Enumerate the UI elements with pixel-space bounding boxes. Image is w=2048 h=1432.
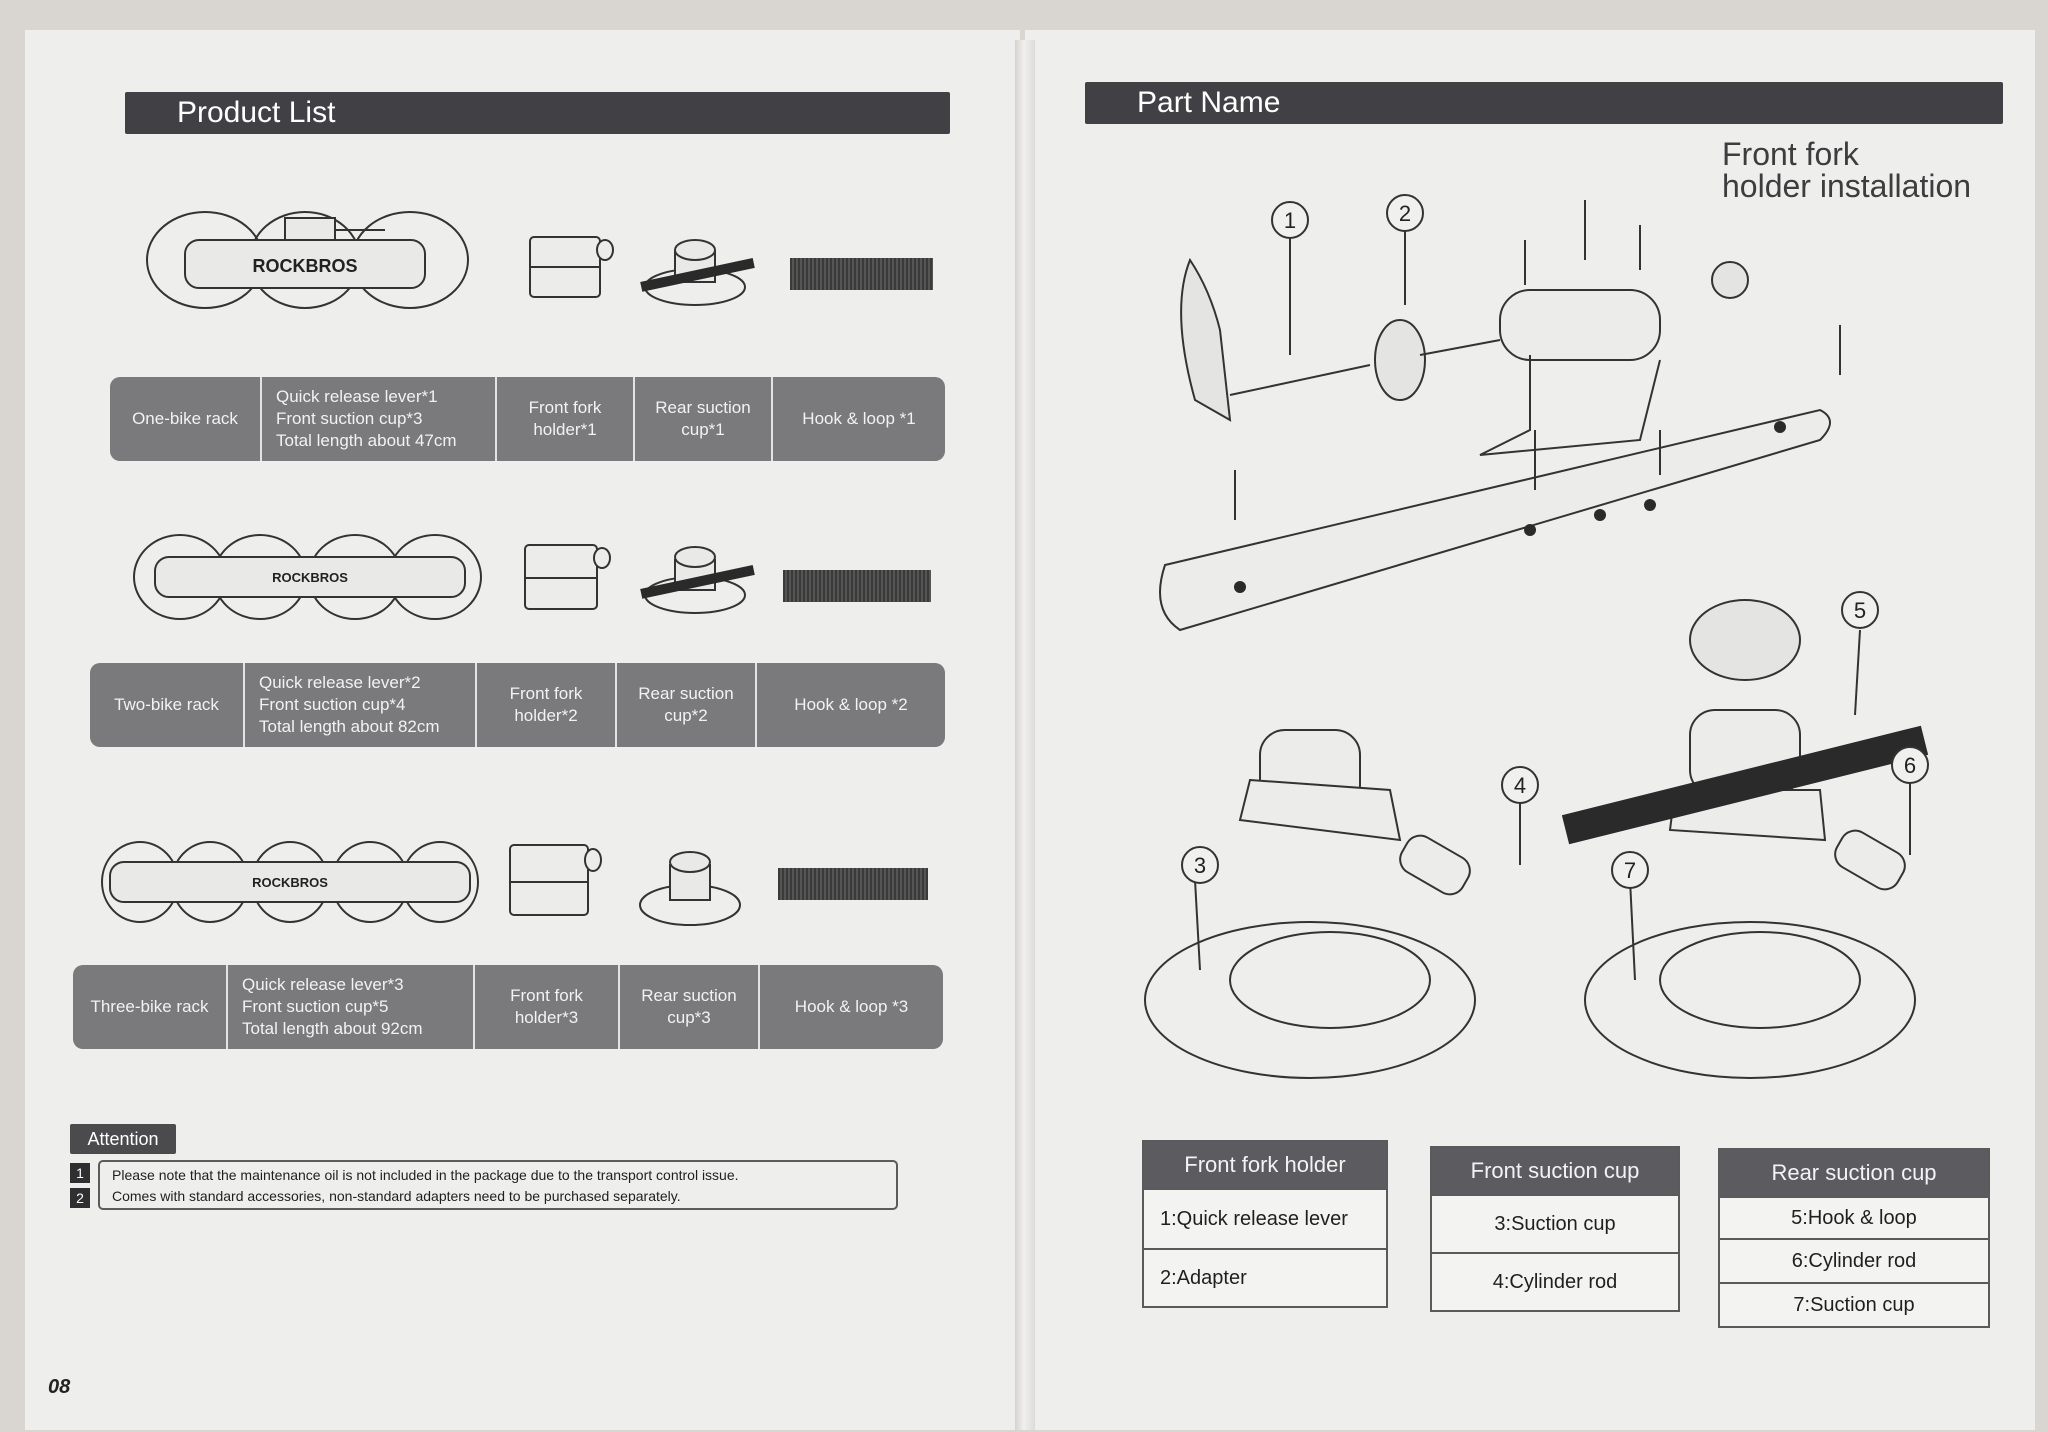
- quick-release-count: Quick release lever*1: [276, 387, 438, 406]
- legend-header: Rear suction cup: [1720, 1150, 1988, 1196]
- rack-contents-cell: Quick release lever*2 Front suction cup*…: [245, 663, 477, 747]
- callout-4: 4: [1514, 773, 1526, 798]
- callout-5: 5: [1854, 598, 1866, 623]
- callout-1: 1: [1284, 208, 1296, 233]
- legend-item: 6:Cylinder rod: [1720, 1238, 1988, 1282]
- three-bike-rack-spec-row: Three-bike rack Quick release lever*3 Fr…: [73, 965, 943, 1049]
- front-fork-holder-legend: Front fork holder 1:Quick release lever …: [1142, 1140, 1388, 1308]
- callout-6: 6: [1904, 753, 1916, 778]
- three-bike-rack-illustration: ROCKBROS: [101, 841, 479, 923]
- front-fork-holder-icon: [529, 236, 614, 298]
- hook-loop-strip-icon: [783, 570, 931, 602]
- front-suction-count: Front suction cup*4: [259, 695, 406, 714]
- note-number-1: 1: [70, 1163, 90, 1183]
- attention-notes-box: Please note that the maintenance oil is …: [98, 1160, 898, 1210]
- rear-suction-cup-icon: [640, 239, 755, 306]
- title-line-1: Front fork: [1722, 136, 1859, 172]
- callout-3: 3: [1194, 853, 1206, 878]
- legend-item: 7:Suction cup: [1720, 1282, 1988, 1326]
- hook-loop-strip-icon: [778, 868, 928, 900]
- book-spine: [1015, 40, 1035, 1430]
- brand-logo: ROCKBROS: [252, 875, 328, 890]
- rear-suction-cup-legend: Rear suction cup 5:Hook & loop 6:Cylinde…: [1718, 1148, 1990, 1328]
- two-bike-rack-spec-row: Two-bike rack Quick release lever*2 Fron…: [90, 663, 945, 747]
- quick-release-count: Quick release lever*3: [242, 975, 404, 994]
- front-suction-count: Front suction cup*3: [276, 409, 423, 428]
- front-fork-holder-icon: [509, 844, 602, 916]
- brand-logo: ROCKBROS: [272, 570, 348, 585]
- total-length: Total length about 92cm: [242, 1019, 423, 1038]
- hook-loop-strip-icon: [790, 258, 933, 290]
- legend-item: 2:Adapter: [1144, 1248, 1386, 1306]
- legend-item: 5:Hook & loop: [1720, 1196, 1988, 1238]
- page-number: 08: [48, 1376, 71, 1398]
- installation-title: Front fork holder installation: [1722, 138, 1971, 202]
- hook-loop-cell: Hook & loop *2: [794, 695, 908, 714]
- front-suction-cup-legend: Front suction cup 3:Suction cup 4:Cylind…: [1430, 1146, 1680, 1312]
- title-line-2: holder installation: [1722, 168, 1972, 204]
- total-length: Total length about 47cm: [276, 431, 457, 450]
- rack-name-cell: One-bike rack: [110, 377, 262, 461]
- legend-item: 1:Quick release lever: [1144, 1188, 1386, 1248]
- attention-label: Attention: [70, 1124, 176, 1154]
- rack-name-cell: Three-bike rack: [73, 965, 228, 1049]
- installation-diagram: 1 2 3 4 5 6 7: [1144, 194, 1929, 1079]
- one-bike-rack-spec-row: One-bike rack Quick release lever*1 Fron…: [110, 377, 945, 461]
- product-list-banner: Product List: [125, 92, 950, 134]
- rack-name-cell: Two-bike rack: [90, 663, 245, 747]
- rear-suction-cup-icon: [640, 546, 755, 614]
- hook-loop-cell: Hook & loop *1: [802, 409, 916, 428]
- rear-suction-cup-icon: [639, 851, 741, 926]
- callout-2: 2: [1399, 201, 1411, 226]
- callout-7: 7: [1624, 858, 1636, 883]
- brand-logo: ROCKBROS: [252, 256, 357, 276]
- note-number-2: 2: [70, 1188, 90, 1208]
- one-bike-rack-illustration: ROCKBROS: [146, 211, 469, 309]
- hook-loop-cell: Hook & loop *3: [794, 997, 909, 1016]
- rack-contents-cell: Quick release lever*1 Front suction cup*…: [262, 377, 497, 461]
- part-name-banner: Part Name: [1085, 82, 2003, 124]
- note-text-2: Comes with standard accessories, non-sta…: [112, 1188, 681, 1204]
- front-fork-holder-icon: [524, 544, 611, 610]
- legend-header: Front fork holder: [1144, 1142, 1386, 1188]
- legend-header: Front suction cup: [1432, 1148, 1678, 1194]
- quick-release-count: Quick release lever*2: [259, 673, 421, 692]
- note-text-1: Please note that the maintenance oil is …: [112, 1167, 739, 1183]
- legend-item: 4:Cylinder rod: [1432, 1252, 1678, 1310]
- rack-contents-cell: Quick release lever*3 Front suction cup*…: [228, 965, 475, 1049]
- total-length: Total length about 82cm: [259, 717, 440, 736]
- legend-item: 3:Suction cup: [1432, 1194, 1678, 1252]
- two-bike-rack-illustration: ROCKBROS: [133, 534, 482, 620]
- front-suction-count: Front suction cup*5: [242, 997, 389, 1016]
